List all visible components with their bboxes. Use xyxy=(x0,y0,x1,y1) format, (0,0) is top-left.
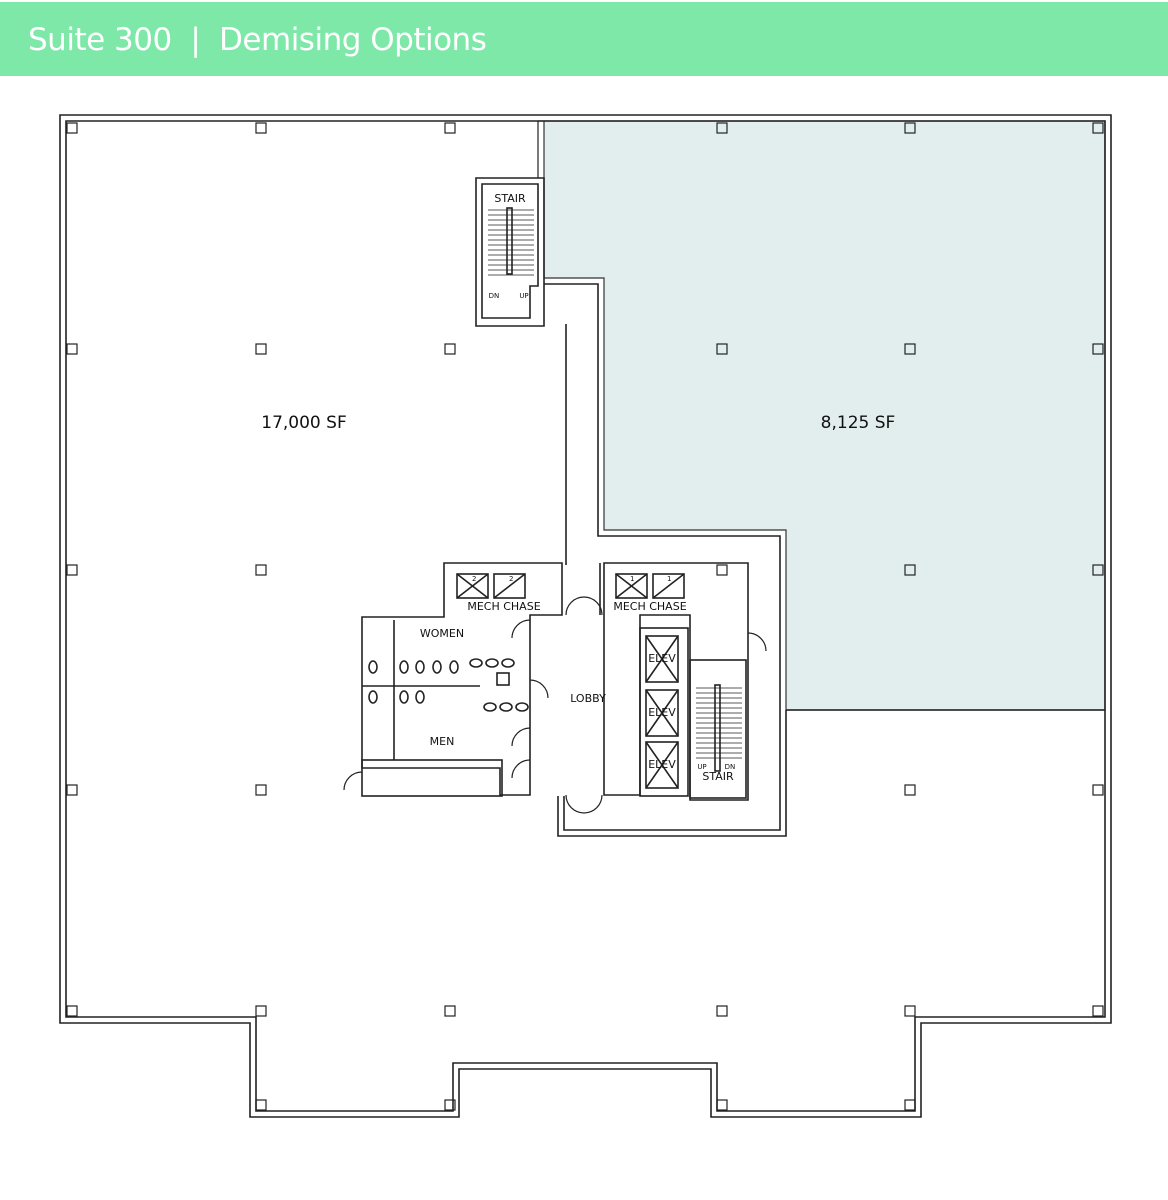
door-swing-icon xyxy=(529,679,549,699)
elevator-icon xyxy=(645,689,679,737)
column-icon xyxy=(66,343,78,355)
women-restroom-label: WOMEN xyxy=(420,627,464,640)
column-icon xyxy=(66,122,78,134)
column-icon xyxy=(255,122,267,134)
column-icon xyxy=(716,343,728,355)
chase-number: 2 xyxy=(509,575,513,583)
column-icon xyxy=(444,343,456,355)
column-icon xyxy=(904,1005,916,1017)
suite-label-17000: 17,000 SF xyxy=(261,413,346,433)
mech-chase-icon xyxy=(652,573,685,599)
suite-label-8125: 8,125 SF xyxy=(821,413,896,433)
stair-north-label: STAIR xyxy=(494,192,526,205)
mech-chase-icon xyxy=(493,573,526,599)
column-icon xyxy=(66,1005,78,1017)
chase-number: 1 xyxy=(667,575,671,583)
elevator-icon xyxy=(645,689,679,737)
page-title: Suite 300 | Demising Options xyxy=(28,22,487,58)
mech-chase-right-label: MECH CHASE xyxy=(613,600,686,613)
toilet-icon xyxy=(399,660,409,674)
mech-chase-icon xyxy=(615,573,648,599)
sink-icon xyxy=(501,658,515,668)
chase-number: 1 xyxy=(630,575,634,583)
stair-north xyxy=(475,177,545,327)
door-swing-icon xyxy=(565,794,585,814)
toilet-icon xyxy=(415,690,425,704)
column-icon xyxy=(255,1005,267,1017)
title-banner: Suite 300 | Demising Options xyxy=(0,2,1168,76)
building-outline xyxy=(59,114,1112,1118)
column-icon xyxy=(904,343,916,355)
toilet-icon xyxy=(368,660,378,674)
stair-core-dn: DN xyxy=(725,763,736,771)
column-icon xyxy=(444,1005,456,1017)
elevator-label: ELEV xyxy=(648,758,676,771)
column-icon xyxy=(1092,784,1104,796)
door-swing-icon xyxy=(747,632,767,652)
stair-north-dn: DN xyxy=(489,292,500,300)
column-icon xyxy=(255,343,267,355)
column-icon xyxy=(716,1099,728,1111)
lobby-label: LOBBY xyxy=(570,692,606,705)
toilet-icon xyxy=(399,690,409,704)
column-icon xyxy=(904,564,916,576)
mech-chase-icon xyxy=(456,573,489,599)
column-icon xyxy=(444,1099,456,1111)
toilet-icon xyxy=(432,660,442,674)
column-icon xyxy=(1092,343,1104,355)
sink-icon xyxy=(515,702,529,712)
column-icon xyxy=(255,564,267,576)
mech-chase-left-label: MECH CHASE xyxy=(467,600,540,613)
elevator-icon xyxy=(645,635,679,683)
column-icon xyxy=(1092,564,1104,576)
toilet-icon xyxy=(368,690,378,704)
column-icon xyxy=(716,564,728,576)
stair-core-label: STAIR xyxy=(702,770,734,783)
column-icon xyxy=(716,122,728,134)
stair-north-up: UP xyxy=(519,292,528,300)
toilet-icon xyxy=(449,660,459,674)
door-swing-icon xyxy=(565,596,585,616)
sink-icon xyxy=(483,702,497,712)
core-wall xyxy=(557,710,787,837)
door-swing-icon xyxy=(583,596,603,616)
column-icon xyxy=(904,784,916,796)
elevator-label: ELEV xyxy=(648,652,676,665)
elevator-icon xyxy=(645,741,679,789)
sink-icon xyxy=(469,658,483,668)
sink-icon xyxy=(499,702,513,712)
column-icon xyxy=(1092,122,1104,134)
column-icon xyxy=(1092,1005,1104,1017)
core xyxy=(343,562,767,814)
column-icon xyxy=(716,1005,728,1017)
sink-icon xyxy=(485,658,499,668)
door-swing-icon xyxy=(583,794,603,814)
floor-drain-icon xyxy=(496,672,510,686)
door-swing-icon xyxy=(511,727,531,747)
chase-number: 2 xyxy=(472,575,476,583)
column-icon xyxy=(444,122,456,134)
door-swing-icon xyxy=(511,619,531,639)
column-icon xyxy=(255,1099,267,1111)
stair-core-up: UP xyxy=(697,763,706,771)
door-swing-icon xyxy=(343,771,363,791)
elevator-icon xyxy=(645,741,679,789)
demising-wall xyxy=(544,283,781,831)
toilet-icon xyxy=(415,660,425,674)
column-icon xyxy=(904,122,916,134)
mech-chase-icon xyxy=(615,573,648,599)
building-outline-inner xyxy=(65,120,1106,1112)
door-swing-icon xyxy=(511,759,531,779)
mech-chase-icon xyxy=(456,573,489,599)
column-icon xyxy=(904,1099,916,1111)
men-restroom-label: MEN xyxy=(430,735,455,748)
mech-chase-icon xyxy=(652,573,685,599)
mech-chase-icon xyxy=(493,573,526,599)
elevator-icon xyxy=(645,635,679,683)
column-icon xyxy=(255,784,267,796)
column-icon xyxy=(66,784,78,796)
elevator-label: ELEV xyxy=(648,706,676,719)
column-icon xyxy=(66,564,78,576)
